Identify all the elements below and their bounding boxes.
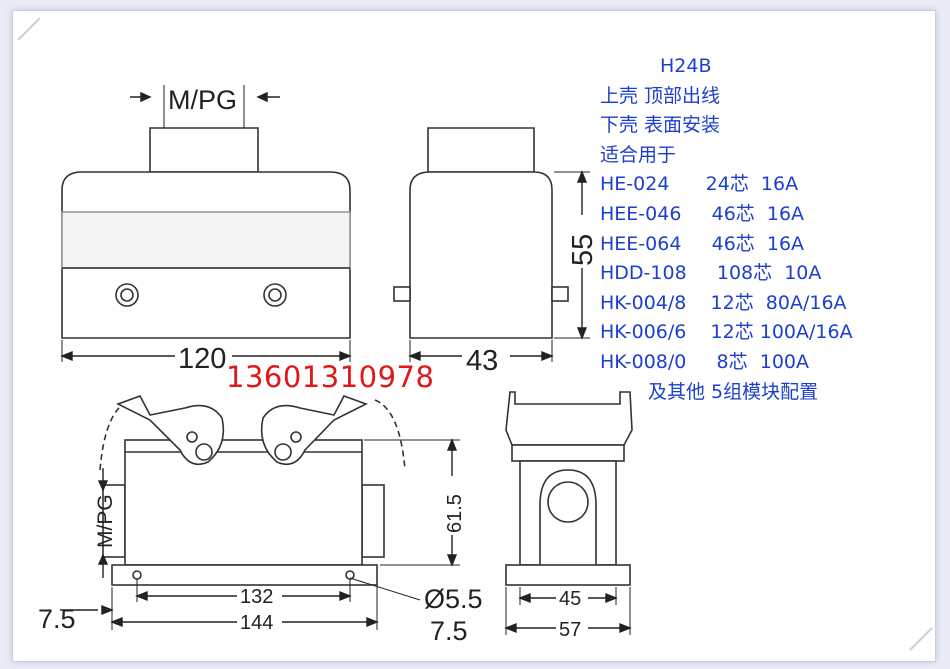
housing-side-view — [505, 391, 633, 586]
mpg-dimension-bottom — [97, 468, 109, 578]
spec-list: H24B 上壳 顶部出线 下壳 表面安装 适合用于 HE-024 24芯 16A… — [600, 52, 920, 407]
spec-model-row: HK-004/8 12芯 80A/16A — [600, 291, 847, 314]
dim-61-5-lines — [364, 438, 460, 567]
dim-7-5-right: 7.5 — [430, 616, 468, 646]
spec-line-1: 上壳 顶部出线 — [600, 84, 721, 107]
dim-120: 120 — [178, 343, 226, 375]
phone-number: 13601310978 — [226, 360, 435, 394]
spec-line-3: 适合用于 — [600, 143, 677, 166]
spec-model-row: HK-006/6 12芯 100A/16A — [600, 321, 853, 344]
depth-dimension — [408, 340, 554, 362]
dim-7-5-left: 7.5 — [38, 604, 76, 634]
housing-front-view — [99, 395, 406, 586]
width-dimension — [60, 340, 352, 362]
dim-61-5: 61.5 — [444, 494, 466, 533]
bottom-mpg-label: M/PG — [94, 494, 117, 548]
hood-side-view — [393, 127, 569, 339]
dim-55: 55 — [567, 234, 599, 266]
spec-model-row: HEE-046 46芯 16A — [600, 202, 805, 225]
spec-model-row: HK-008/0 8芯 100A — [600, 350, 809, 373]
dim-hole-5-5: Ø5.5 — [424, 584, 483, 614]
side-dim-lines — [504, 587, 632, 635]
spec-model-row: HE-024 24芯 16A — [600, 173, 799, 196]
spec-model-row: HEE-064 46芯 16A — [600, 232, 805, 255]
spec-footer: 及其他 5组模块配置 — [648, 380, 819, 403]
dim-57: 57 — [559, 619, 581, 641]
dim-45: 45 — [559, 588, 581, 610]
spec-line-2: 下壳 表面安装 — [600, 114, 721, 137]
spec-model-row: HDD-108 108芯 10A — [600, 262, 822, 285]
spec-title: H24B — [660, 55, 712, 77]
dim-132: 132 — [240, 586, 273, 608]
dim-144: 144 — [240, 612, 273, 634]
height-dimension — [554, 170, 590, 340]
mpg-dimension-top — [130, 85, 280, 128]
top-mpg-label: M/PG — [168, 85, 237, 115]
hood-front-view — [61, 127, 351, 339]
dim-43: 43 — [466, 345, 498, 377]
dim-132-144-lines — [60, 577, 421, 630]
